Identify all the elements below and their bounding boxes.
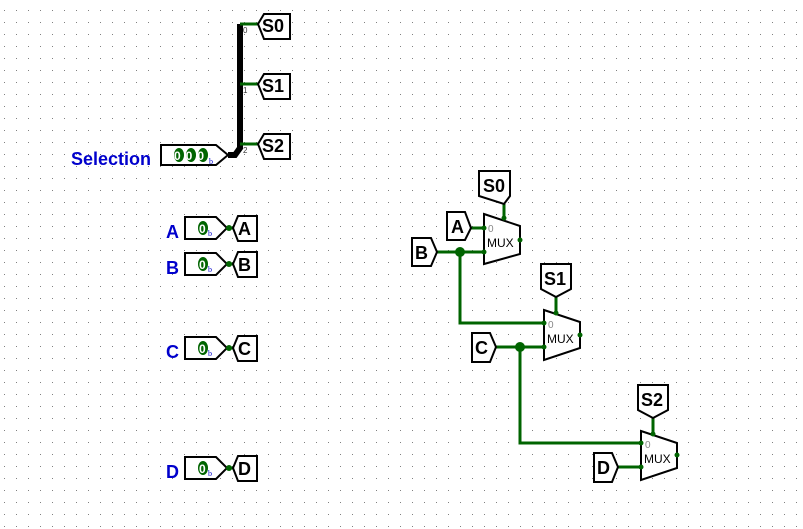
value-bubble[interactable] [198, 341, 208, 355]
input-label-c: C [166, 342, 179, 362]
connection-dot [226, 345, 232, 351]
bit-index-2: 2 [243, 146, 248, 155]
input-radix: b [208, 229, 212, 238]
tunnel-a-out[interactable] [231, 215, 258, 242]
svg-text:MUX: MUX [547, 332, 574, 346]
tunnel-label: A [238, 219, 251, 239]
tunnel-b-out[interactable] [231, 251, 258, 278]
input-label-a: A [166, 222, 179, 242]
input-value: 0 [199, 462, 206, 476]
tunnel-c-out[interactable] [231, 335, 258, 362]
svg-text:S1: S1 [544, 269, 566, 289]
mux-3[interactable]: 0 MUX [638, 429, 680, 482]
input-label-d: D [166, 462, 179, 482]
svg-text:A: A [451, 217, 464, 237]
input-value: 0 [199, 258, 206, 272]
tunnel-s1-out[interactable]: S1 [256, 73, 291, 100]
splitter-bus [228, 24, 243, 158]
bit-bubble-0[interactable] [198, 148, 208, 162]
tunnel-label: D [238, 459, 251, 479]
svg-text:S1: S1 [262, 76, 284, 96]
tunnel-s2-out[interactable]: S2 [256, 133, 291, 160]
splitter[interactable]: 0 1 2 [228, 22, 258, 158]
mux-2[interactable]: 0 MUX [541, 308, 583, 362]
input-radix: b [208, 469, 212, 478]
tunnel-s2-in[interactable]: S2 [637, 384, 669, 420]
tunnel-c-in[interactable]: C [471, 332, 498, 363]
bit-index-1: 1 [243, 86, 248, 95]
svg-text:S0: S0 [262, 16, 284, 36]
value-bubble[interactable] [198, 257, 208, 271]
input-label-b: B [166, 258, 179, 278]
input-value: 0 [199, 342, 206, 356]
svg-text:0: 0 [548, 320, 554, 331]
connection-dot [226, 261, 232, 267]
wire-c-mux3 [518, 347, 641, 445]
tunnel-s1-in[interactable]: S1 [540, 263, 572, 299]
input-radix: b [208, 265, 212, 274]
grid-dots [4, 10, 797, 527]
svg-text:B: B [415, 243, 428, 263]
input-radix: b [208, 349, 212, 358]
svg-text:0: 0 [645, 440, 651, 451]
connection-dot [226, 225, 232, 231]
tunnel-label: C [238, 339, 251, 359]
svg-text:MUX: MUX [644, 452, 671, 466]
tunnel-b-in[interactable]: B [411, 237, 439, 267]
svg-text:0: 0 [488, 224, 494, 235]
junction-c [515, 342, 525, 352]
svg-text:MUX: MUX [487, 236, 514, 250]
connection-dot [226, 465, 232, 471]
bit-bubble-2[interactable] [174, 148, 184, 162]
mux-1[interactable]: 0 MUX [481, 212, 523, 266]
bit-index-0: 0 [243, 26, 248, 35]
svg-text:S2: S2 [641, 390, 663, 410]
junction-b [455, 247, 465, 257]
bit-bubble-1[interactable] [186, 148, 196, 162]
svg-text:C: C [475, 338, 488, 358]
svg-text:S2: S2 [262, 136, 284, 156]
tunnel-d-in[interactable]: D [593, 452, 620, 483]
selection-radix: b [209, 157, 213, 166]
input-value: 0 [199, 222, 206, 236]
svg-text:S0: S0 [483, 176, 505, 196]
tunnel-d-out[interactable] [231, 455, 258, 482]
selection-value: 000 [174, 149, 209, 163]
value-bubble[interactable] [198, 221, 208, 235]
tunnel-label: B [238, 255, 251, 275]
selection-label: Selection [71, 149, 151, 169]
svg-text:D: D [597, 458, 610, 478]
wire-b-mux2 [458, 252, 544, 325]
value-bubble[interactable] [198, 461, 208, 475]
tunnel-a-in[interactable]: A [446, 211, 473, 241]
tunnel-s0-out[interactable]: S0 [256, 13, 291, 40]
selection-input-group[interactable]: Selection 000 b [71, 144, 230, 169]
tunnel-s0-in[interactable]: S0 [478, 170, 511, 206]
